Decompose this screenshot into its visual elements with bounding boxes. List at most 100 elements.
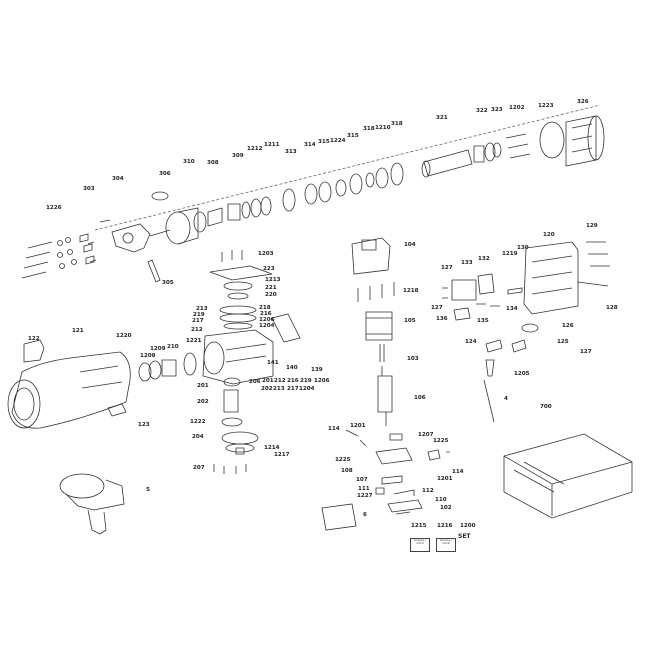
label-1215: 1215 [411,523,427,529]
label-1227: 1227 [357,493,373,499]
label-221: 221 [265,285,277,291]
label-135: 135 [477,318,489,324]
label-216b: 216 [287,378,299,384]
label-128: 128 [606,305,618,311]
label-202b: 202 [261,386,273,392]
label-308: 308 [207,160,219,166]
label-124: 124 [465,339,477,345]
part-1207 [390,434,402,440]
label-1223: 1223 [538,103,554,109]
label-1201b: 1201 [437,476,453,482]
label-323: 323 [491,107,503,113]
label-321: 321 [436,115,448,121]
label-217b: 217 [287,386,299,392]
label-120: 120 [543,232,555,238]
label-1211: 1211 [264,142,280,148]
label-213b: 213 [273,386,285,392]
label-114a: 114 [328,426,340,432]
part-104-motor-housing [352,238,390,274]
label-305: 305 [162,280,174,286]
label-314: 314 [304,142,316,148]
label-129: 129 [586,223,598,229]
label-1206a: 1206 [259,317,275,323]
label-1216: 1216 [437,523,453,529]
label-1206b: 1206 [314,378,330,384]
label-1214: 1214 [264,445,280,451]
label-1207: 1207 [418,432,434,438]
label-136: 136 [436,316,448,322]
part-126 [522,324,538,332]
part-201-204-shaft [222,378,258,452]
part-5-side-handle [60,474,124,534]
label-1208: 1208 [140,353,156,359]
label-223: 223 [263,266,275,272]
label-220: 220 [265,292,277,298]
label-140: 140 [286,365,298,371]
label-1213: 1213 [265,277,281,283]
label-133: 133 [461,260,473,266]
label-207: 207 [193,465,205,471]
label-1201a: 1201 [350,423,366,429]
label-1220: 1220 [116,333,132,339]
label-125: 125 [557,339,569,345]
label-318b: 318 [391,121,403,127]
label-212a: 212 [191,327,203,333]
label-102: 102 [440,505,452,511]
label-1209: 1209 [150,346,166,352]
part-1202-screws [506,134,530,158]
part-1221-gearbox [203,330,273,384]
label-315b: 315 [347,133,359,139]
label-1226: 1226 [46,205,62,211]
part-gears-213-1204 [220,306,256,329]
part-326-cylinder [566,116,604,166]
label-201a: 201 [197,383,209,389]
label-121: 121 [72,328,84,334]
label-1219: 1219 [502,251,518,257]
label-126: 126 [562,323,574,329]
part-140-gasket [272,314,300,342]
part-121-front-housing [8,352,130,428]
label-313: 313 [285,149,297,155]
part-103 [380,344,384,362]
label-210: 210 [167,344,179,350]
label-217a: 217 [192,318,204,324]
label-111: 111 [358,486,370,492]
part-4-rod [484,380,494,422]
part-310-flange [150,208,206,244]
label-105: 105 [404,318,416,324]
part-223-1213 [210,266,272,299]
label-1221: 1221 [186,338,202,344]
part-switch-133-132 [442,274,494,300]
label-107: 107 [356,477,368,483]
part-1219 [508,288,522,294]
part-107-112 [376,476,414,496]
part-6-card [322,504,356,530]
label-326: 326 [577,99,589,105]
grease-box-1215-label: Grease / 1215 [413,538,427,546]
label-303: 303 [83,186,95,192]
label-1225a: 1225 [335,457,351,463]
label-218: 218 [259,305,271,311]
label-1204a: 1204 [259,323,275,329]
part-1205 [486,360,494,376]
label-219b: 219 [300,378,312,384]
grease-box-1216: Grease / 1216 [436,538,456,552]
part-1218-screws [358,282,394,302]
label-122: 122 [28,336,40,342]
label-1200: 1200 [460,523,476,529]
label-700: 700 [540,404,552,410]
part-rings-1208-1209-210 [139,353,196,381]
label-1210: 1210 [375,125,391,131]
grease-box-1216-label: Grease / 1216 [439,538,453,546]
label-112: 112 [422,488,434,494]
label-132: 132 [478,256,490,262]
label-123: 123 [138,422,150,428]
label-206: 206 [249,379,261,385]
label-315a: 315 [318,139,330,145]
part-1226-screws [22,234,96,278]
part-306 [152,192,168,200]
label-1205: 1205 [514,371,530,377]
part-129-128-screws [578,242,610,286]
label-1212: 1212 [247,146,263,152]
part-322-323 [474,143,501,162]
